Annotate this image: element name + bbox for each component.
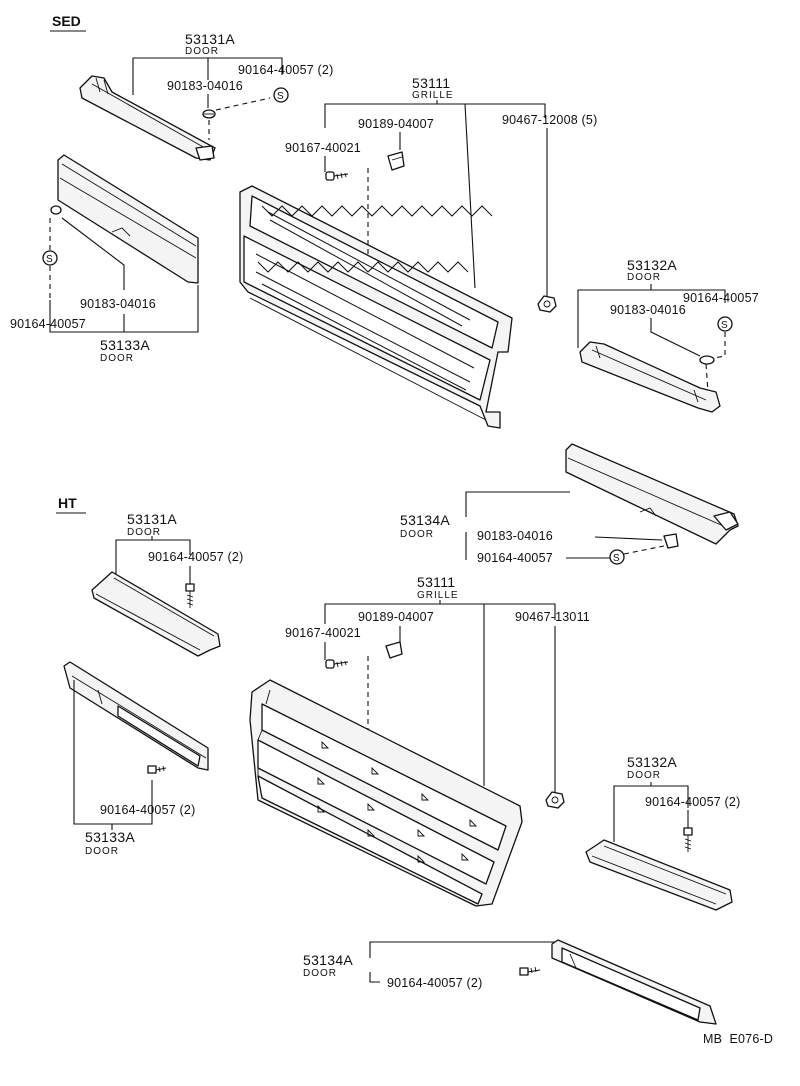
sed-bolt-90164-b-label: 90164-40057 [10,317,86,331]
sed-clip-90183-c-label: 90183-04016 [610,303,686,317]
ht-door-53132a-part-number: 53132A [627,754,677,770]
bolt-icon [185,583,195,608]
sed-clip-90189-label: 90189-04007 [358,117,434,131]
ht-door-53131a-part-number: 53131A [127,511,177,527]
ht-door-53133a-leader [73,680,153,825]
ht-door-53134a-leader [369,941,556,958]
sed-door-53131a-part [79,75,216,161]
clip-icon [699,355,715,365]
svg-text:S: S [277,91,284,102]
diagram-code: MB E076-D [703,1032,773,1046]
svg-text:S: S [613,553,620,564]
ht-door-53131a-leader [115,539,191,574]
svg-text:S: S [46,254,53,265]
sed-clip-90183-b-label: 90183-04016 [80,297,156,311]
clip-icon [385,641,403,659]
sed-door-53134a-part [565,443,739,545]
sed-door-53133a-name: DOOR [100,353,134,364]
s-mark-icon: S [609,549,625,565]
section-sed-label: SED [52,13,81,29]
svg-text:S: S [721,320,728,331]
sed-door-53132a-name: DOOR [627,272,661,283]
sed-clip-90183-d-label: 90183-04016 [477,529,553,543]
ht-clip-90189-label: 90189-04007 [358,610,434,624]
ht-door-53134a-part-number: 53134A [303,952,353,968]
ht-screw-90167-label: 90167-40021 [285,626,361,640]
sed-screw-90167-label: 90167-40021 [285,141,361,155]
section-ht-label: HT [58,495,77,511]
ht-door-53132a-part [585,839,733,911]
sed-nut-90467-label: 90467-12008 (5) [502,113,597,127]
sed-grille-53111-leader [324,103,546,128]
ht-door-53132a-name: DOOR [627,770,661,781]
ht-grille-53111-part [249,679,523,907]
sed-door-53133a-part-number: 53133A [100,337,150,353]
s-mark-icon: S [717,316,733,332]
ht-door-53131a-part [91,571,221,657]
ht-door-53134a-part [551,939,717,1025]
sed-bolt-90164-c-label: 90164-40057 [683,291,759,305]
screw-icon [325,171,349,181]
nut-icon [545,791,565,809]
ht-nut-90467-label: 90467-13011 [515,610,590,624]
bolt-icon [683,827,693,852]
ht-door-53133a-name: DOOR [85,846,119,857]
ht-bolt-90164-d-label: 90164-40057 (2) [387,976,482,990]
sed-door-53131a-part-number: 53131A [185,31,235,47]
sed-clip-90183-a-label: 90183-04016 [167,79,243,93]
sed-bolt-90164-a-label: 90164-40057 (2) [238,63,333,77]
ht-bolt-90164-b-label: 90164-40057 (2) [100,803,195,817]
ht-bolt-90164-c-label: 90164-40057 (2) [645,795,740,809]
ht-door-53134a-name: DOOR [303,968,337,979]
bolt-icon [519,966,541,976]
sed-door-53133a-part [50,154,199,284]
sed-bolt-90164-d-label: 90164-40057 [477,551,553,565]
s-mark-icon: S [273,87,289,103]
sed-door-53131a-name: DOOR [185,46,219,57]
sed-door-53134a-leader [465,491,570,517]
clip-icon [663,533,679,549]
ht-door-53133a-part-number: 53133A [85,829,135,845]
clip-icon [202,109,216,119]
ht-grille-53111-part-number: 53111 [417,574,455,590]
ht-door-53131a-name: DOOR [127,527,161,538]
screw-icon [325,659,349,669]
ht-grille-53111-name: GRILLE [417,590,459,601]
sed-door-53134a-part-number: 53134A [400,512,450,528]
ht-door-53133a-part [63,661,209,771]
bolt-icon [147,765,167,774]
sed-door-53132a-part [579,341,721,413]
ht-bolt-90164-a-label: 90164-40057 (2) [148,550,243,564]
nut-icon [537,295,557,313]
clip-icon [387,151,405,171]
sed-door-53132a-part-number: 53132A [627,257,677,273]
sed-grille-53111-part-number: 53111 [412,75,450,91]
sed-door-53134a-name: DOOR [400,529,434,540]
sed-grille-53111-name: GRILLE [412,90,454,101]
s-mark-icon: S [42,250,58,266]
sed-grille-53111-part [239,185,513,429]
